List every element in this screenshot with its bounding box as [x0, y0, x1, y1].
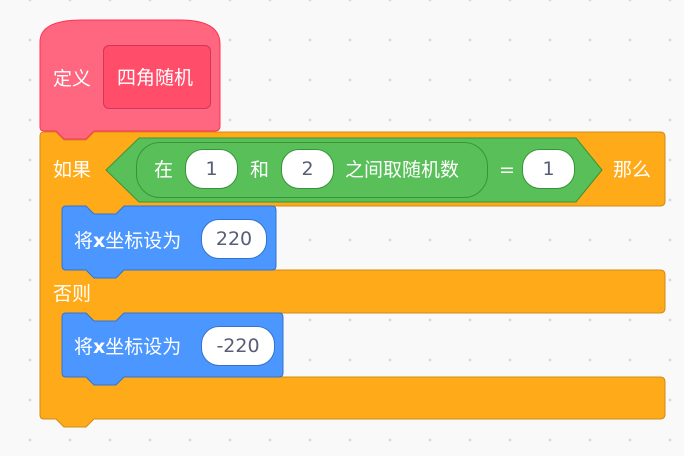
then-label: 那么 — [613, 159, 652, 181]
if-label: 如果 — [53, 159, 92, 181]
set-x-label-2: 将x坐标设为 — [74, 336, 182, 358]
custom-block-prototype[interactable]: 四角随机 — [103, 45, 211, 109]
prototype-label: 四角随机 — [117, 67, 194, 89]
set-x-label-1: 将x坐标设为 — [74, 230, 182, 252]
random-to-input[interactable]: 2 — [281, 149, 334, 189]
pick-random-and-label: 和 — [250, 159, 270, 181]
random-from-input[interactable]: 1 — [185, 149, 238, 189]
define-label: 定义 — [53, 68, 92, 90]
equals-right-input[interactable]: 1 — [522, 149, 575, 189]
set-x-value-input-2[interactable]: -220 — [201, 326, 275, 366]
equals-sign: = — [499, 159, 515, 181]
else-label: 否则 — [53, 283, 92, 305]
set-x-value-input-1[interactable]: 220 — [201, 219, 267, 259]
pick-random-from-label: 在 — [154, 159, 174, 181]
pick-random-suffix-label: 之间取随机数 — [345, 159, 460, 181]
